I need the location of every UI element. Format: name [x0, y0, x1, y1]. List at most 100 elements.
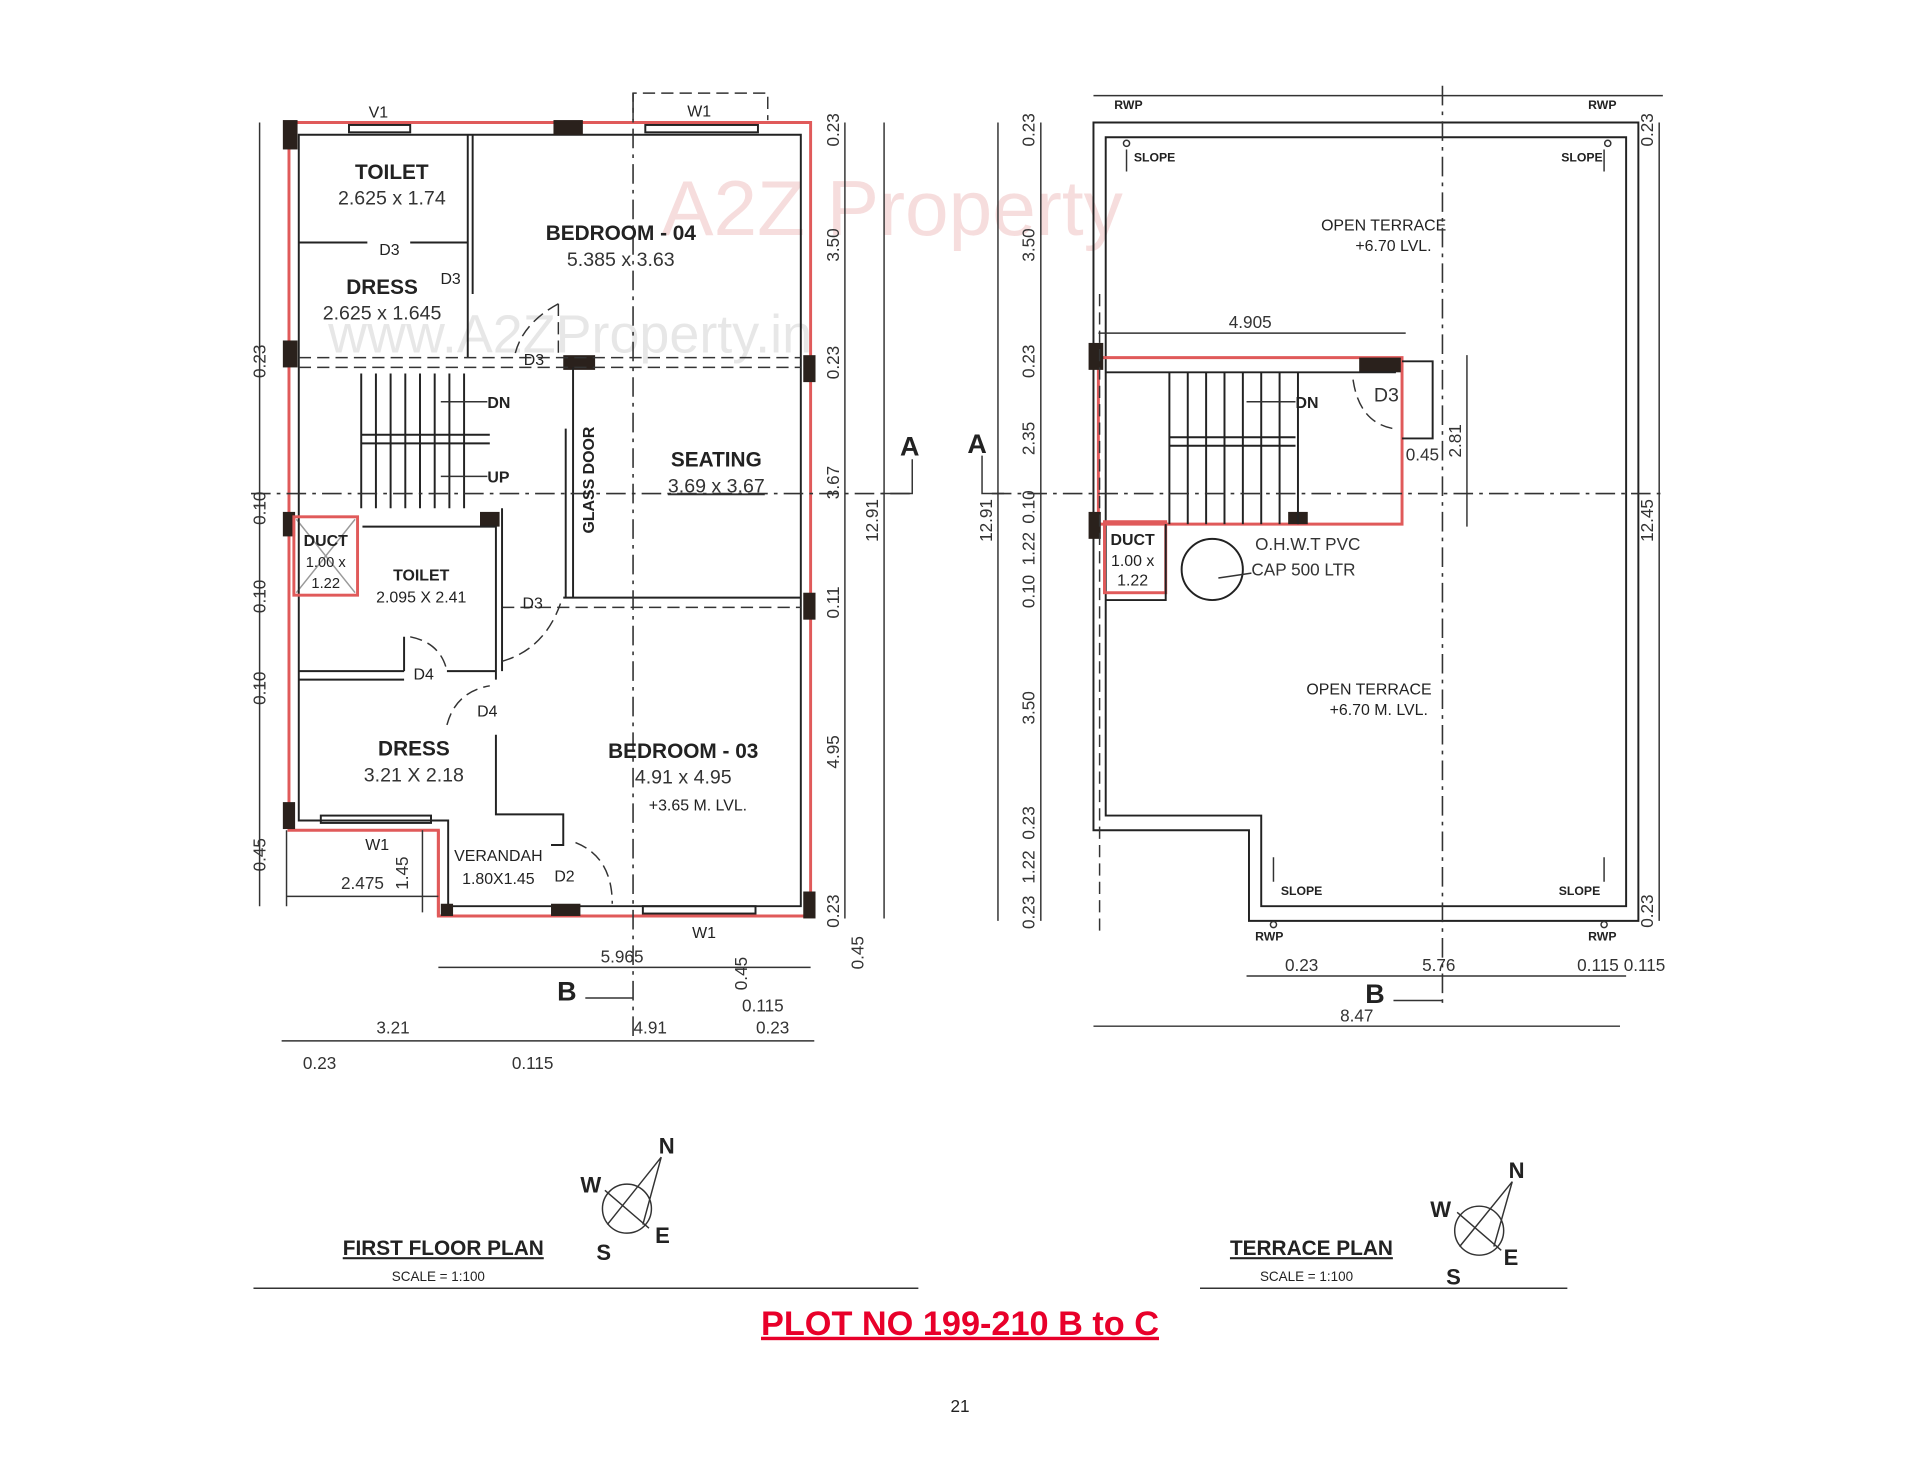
dim-left: 0.45 — [250, 838, 270, 871]
dim-stair: 2.81 — [1445, 424, 1465, 457]
dim-left: 2.35 — [1019, 422, 1039, 455]
column — [553, 120, 583, 135]
window-w1-left — [319, 814, 432, 824]
svg-text:S: S — [1446, 1265, 1461, 1290]
room-toilet2-name: TOILET — [393, 567, 450, 584]
section-b-mark: B — [557, 976, 576, 1006]
dim-left: 0.10 — [1019, 575, 1039, 608]
dim-bottom: 2.475 — [341, 873, 384, 893]
stair-dn-label: DN — [1296, 395, 1319, 412]
first-floor-plan: DN UP TOILET 2.625 x 1.74 DRESS 2.625 x … — [250, 92, 919, 1289]
window-v1 — [348, 123, 412, 134]
room-toilet1-size: 2.625 x 1.74 — [338, 188, 446, 210]
plan-scale: SCALE = 1:100 — [1260, 1269, 1353, 1284]
room-toilet1-name: TOILET — [355, 161, 429, 184]
svg-text:SLOPE: SLOPE — [1134, 151, 1175, 165]
column — [1088, 342, 1104, 370]
room-bedroom3-name: BEDROOM - 03 — [608, 740, 758, 763]
page-number: 21 — [950, 1396, 969, 1416]
watermark-brand: A2Z Property — [661, 164, 1123, 252]
dim-bottom: 0.23 — [756, 1018, 789, 1038]
room-dress2-name: DRESS — [378, 738, 450, 761]
dim-left: 0.10 — [1019, 490, 1039, 523]
svg-text:SLOPE: SLOPE — [1559, 884, 1600, 898]
dim-stair-offset: 0.45 — [1406, 444, 1439, 464]
glass-door-label: GLASS DOOR — [581, 426, 598, 533]
svg-text:N: N — [1509, 1158, 1525, 1183]
dim-overall-left: 12.91 — [976, 499, 996, 542]
stair-dn-label: DN — [487, 395, 510, 412]
dim-left: 0.23 — [250, 345, 270, 378]
window-w1-top — [644, 123, 759, 134]
dim-bottom: 0.45 — [731, 957, 751, 990]
dim-bottom: 0.45 — [847, 936, 867, 969]
column — [803, 355, 816, 383]
dim-left: 0.10 — [250, 580, 270, 613]
parapet-wall — [1092, 121, 1640, 922]
svg-text:RWP: RWP — [1255, 929, 1283, 943]
ohwt-line2: CAP 500 LTR — [1251, 560, 1355, 580]
open-terrace-top-name: OPEN TERRACE — [1321, 217, 1446, 234]
svg-text:S: S — [596, 1240, 611, 1265]
svg-text:E: E — [655, 1223, 670, 1248]
column — [282, 340, 298, 368]
duct-size1: 1.00 x — [1111, 553, 1154, 570]
open-terrace-top-level: +6.70 LVL. — [1355, 238, 1431, 255]
duct-name: DUCT — [1111, 532, 1155, 549]
svg-text:E: E — [1504, 1245, 1519, 1270]
column — [803, 891, 816, 919]
plan-title: FIRST FLOOR PLAN — [343, 1237, 544, 1260]
column — [480, 511, 500, 527]
duct-name: DUCT — [304, 533, 348, 550]
dim-right: 0.11 — [823, 586, 843, 618]
duct-size2: 1.22 — [311, 576, 340, 592]
rainwater-pipes: RWP RWP RWP RWP SLOPE SLOPE SLOPE SLOPE — [1114, 98, 1616, 943]
column — [803, 592, 816, 620]
water-tank-icon — [1180, 537, 1244, 602]
room-dress2-size: 3.21 X 2.18 — [364, 764, 464, 786]
dim-right: 0.23 — [1637, 894, 1657, 927]
dim-left: 3.50 — [1019, 228, 1039, 261]
svg-text:SLOPE: SLOPE — [1281, 884, 1322, 898]
dim-bottom: 0.115 — [1577, 955, 1619, 975]
dim-bottom: 0.115 — [512, 1053, 554, 1073]
dim-right: 0.23 — [1637, 113, 1657, 146]
dim-left: 1.22 — [1019, 532, 1039, 565]
watermark: A2Z Property www.A2ZProperty.in — [327, 164, 1124, 365]
column — [282, 120, 298, 150]
dim-right: 12.45 — [1637, 499, 1657, 542]
open-terrace-bottom-name: OPEN TERRACE — [1306, 681, 1431, 698]
dim-right: 3.67 — [823, 466, 843, 499]
dim-stair-width: 4.905 — [1229, 312, 1272, 332]
column — [440, 903, 454, 916]
watermark-url: www.A2ZProperty.in — [327, 305, 812, 365]
dim-bottom: 0.23 — [303, 1053, 336, 1073]
svg-text:N: N — [659, 1134, 675, 1159]
dim-right: 0.23 — [823, 346, 843, 379]
stair-block-highlight — [1096, 356, 1404, 526]
label-d3: D3 — [440, 271, 460, 288]
room-seating-size: 3.69 x 3.67 — [668, 475, 765, 497]
duct-box — [292, 515, 360, 597]
column — [551, 903, 581, 916]
dim-bottom: 3.21 — [376, 1018, 409, 1038]
room-bedroom4-size: 5.385 x 3.63 — [567, 249, 675, 271]
room-bedroom4-name: BEDROOM - 04 — [546, 222, 697, 245]
room-seating-name: SEATING — [671, 449, 762, 472]
dim-bottom: 0.23 — [1285, 955, 1318, 975]
section-a-mark: A — [967, 429, 986, 459]
svg-text:RWP: RWP — [1114, 98, 1142, 112]
dim-left: 0.10 — [250, 672, 270, 705]
dim-left: 3.50 — [1019, 691, 1039, 724]
north-compass-icon: N W E S — [580, 1134, 674, 1266]
label-d3: D3 — [379, 242, 399, 259]
room-dress1-size: 2.625 x 1.645 — [323, 303, 442, 325]
column — [1359, 357, 1401, 373]
column — [563, 355, 596, 370]
label-d4: D4 — [414, 667, 434, 684]
label-d3: D3 — [522, 596, 542, 613]
dim-overall: 12.91 — [862, 499, 882, 542]
dim-left: 0.23 — [1019, 896, 1039, 929]
duct-size1: 1.00 x — [306, 555, 347, 571]
staircase: DN D3 — [1168, 372, 1399, 525]
